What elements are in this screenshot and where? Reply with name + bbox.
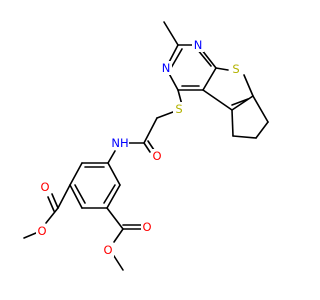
bond [47, 196, 55, 212]
bond [215, 67, 229, 71]
atom-label: O [142, 220, 151, 234]
atom-label: O [103, 243, 112, 257]
bond [51, 193, 59, 209]
atom-sulfur-link: S [173, 102, 185, 116]
atom-label: NH [111, 136, 128, 150]
molecule-structure: N N S S NH O O O [23, 21, 269, 271]
atom-oxygen-right-carbonyl: O [141, 220, 153, 234]
atom-label: N [194, 38, 203, 52]
atom-sulfur-ring: S [230, 62, 242, 76]
bond [69, 162, 83, 186]
bond [163, 21, 179, 46]
atom-nitrogen-left: N [160, 61, 172, 75]
bond [45, 207, 59, 224]
atom-label-layer: N N S S NH O O O [36, 38, 242, 257]
bond [232, 135, 257, 139]
bond [143, 117, 158, 144]
bond [147, 140, 155, 151]
atom-label: N [162, 61, 171, 75]
atom-label: O [40, 180, 49, 194]
bond [156, 111, 174, 119]
bond [57, 184, 71, 209]
bond [103, 184, 116, 204]
atom-label: O [37, 224, 46, 238]
bond [74, 184, 86, 204]
bond [170, 48, 183, 69]
bond [113, 228, 124, 243]
bond [23, 232, 37, 239]
atom-label: S [232, 62, 239, 76]
bond [255, 121, 269, 139]
bond [231, 109, 234, 137]
bond [69, 184, 83, 209]
bond [106, 207, 124, 230]
atom-label: O [152, 149, 161, 163]
bond [107, 162, 121, 186]
atom-oxygen-left-ether: O [36, 224, 48, 238]
bond [202, 67, 217, 91]
bond [113, 255, 124, 271]
atom-oxygen-left-carbonyl: O [39, 180, 51, 194]
bond [202, 89, 233, 111]
bond [252, 95, 269, 123]
atom-nitrogen-top: N [192, 38, 204, 52]
bond [143, 142, 151, 153]
bond [106, 184, 121, 209]
atom-oxygen-right-ether: O [102, 243, 114, 257]
atom-amide-nh: NH [111, 136, 129, 150]
bond [231, 98, 249, 106]
bond [107, 150, 116, 164]
bond-layer [23, 21, 269, 271]
bond [231, 95, 254, 111]
atom-oxygen-amide: O [151, 149, 163, 163]
bond [243, 74, 254, 97]
atom-label: S [175, 102, 182, 116]
